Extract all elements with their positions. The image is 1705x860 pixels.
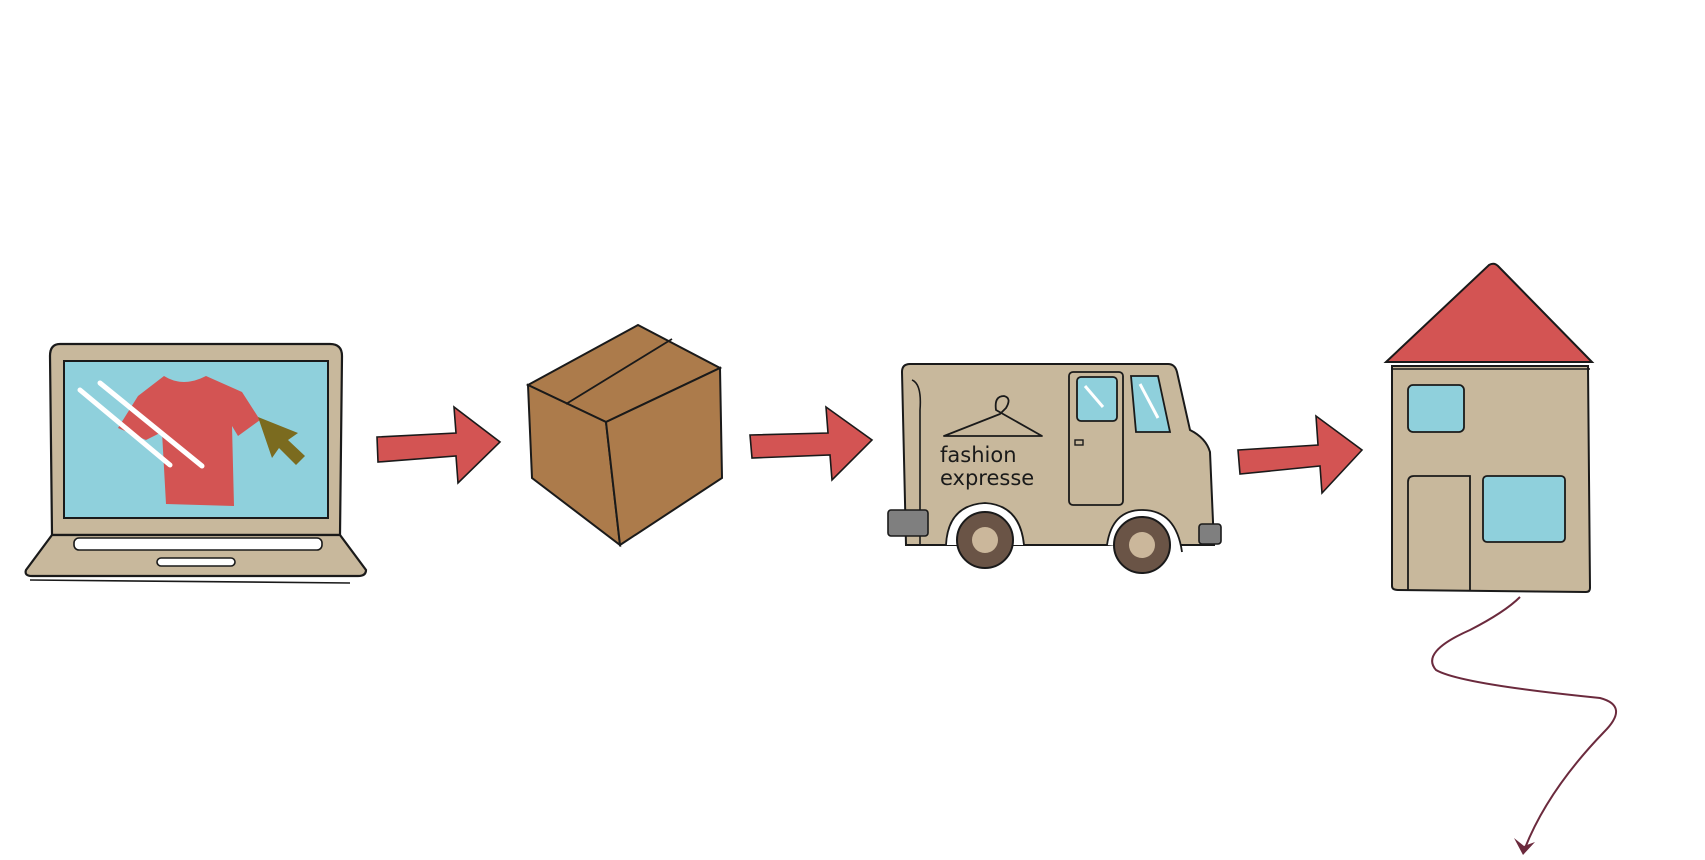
screen-glare — [97, 380, 205, 469]
van-wheel-hub — [1129, 532, 1155, 558]
window-glare — [1083, 385, 1105, 408]
box-icon — [525, 323, 724, 548]
van-rear-line — [911, 379, 922, 545]
house-window — [1482, 475, 1566, 543]
van-brand-line1: fashion — [940, 443, 1017, 467]
van-brand-line2: expresse — [940, 466, 1034, 490]
arrow-head-icon — [1514, 838, 1535, 855]
house-icon — [1383, 262, 1595, 594]
van-icon: fashion expresse — [887, 363, 1222, 574]
laptop-touchpad — [156, 557, 236, 567]
window-glare — [1138, 383, 1160, 419]
van-rear-bumper — [887, 509, 929, 537]
flow-arrow — [749, 405, 874, 482]
hanger-icon — [943, 395, 1043, 437]
laptop-shadow-line — [29, 579, 351, 584]
house-door — [1407, 475, 1471, 590]
van-door — [1068, 371, 1124, 506]
cursor-icon — [258, 417, 305, 465]
box-right — [604, 366, 724, 547]
laptop-keyboard — [73, 537, 323, 551]
screen-glare — [77, 387, 173, 468]
van-door-handle — [1074, 439, 1084, 446]
flow-arrow — [1237, 414, 1364, 495]
house-window — [1407, 384, 1465, 433]
box-tape — [565, 338, 673, 405]
van-wheel-hub — [972, 527, 998, 553]
van-front-bumper — [1198, 523, 1222, 545]
flow-arrow — [376, 405, 502, 485]
laptop-icon — [24, 342, 368, 584]
tshirt-icon — [118, 376, 260, 506]
winding-path-arrow — [1431, 596, 1617, 849]
house-roof — [1383, 262, 1595, 363]
